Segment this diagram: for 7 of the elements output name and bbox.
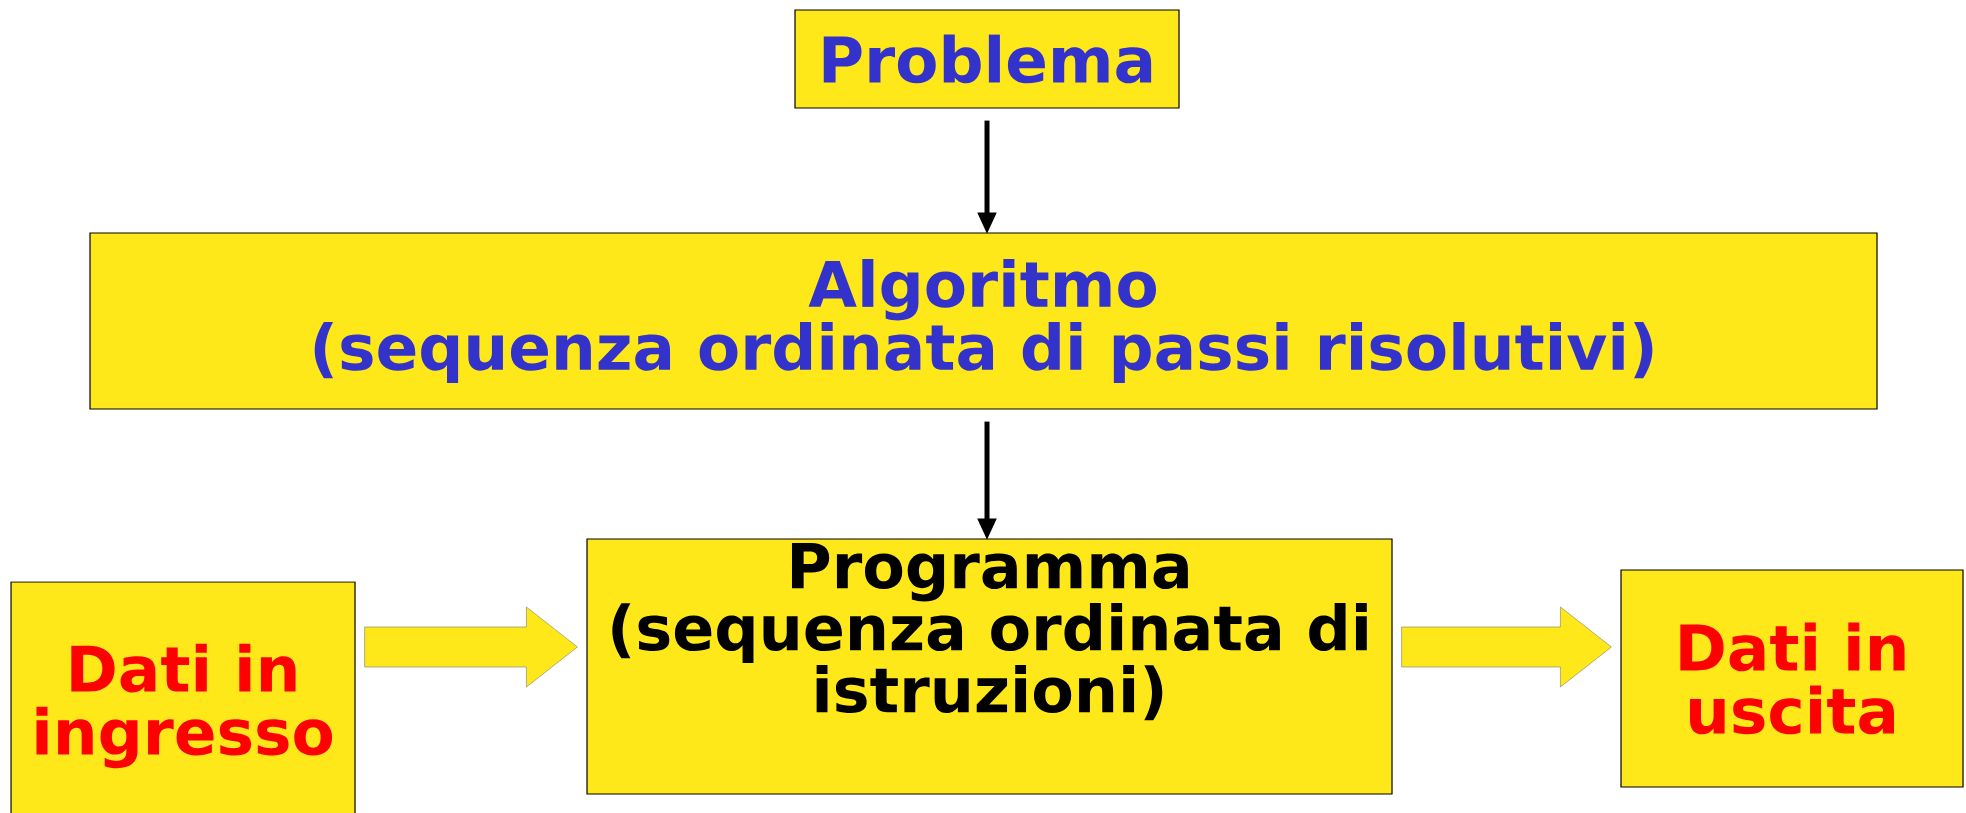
text-box: Dati in ingresso [10,581,356,813]
text-box: Algoritmo (sequenza ordinata di passi risolutivi) [89,232,1878,410]
text-box: Programma (sequenza ordinata di istruzioni) [586,538,1393,795]
text-box: Problema [794,9,1180,109]
block-arrow [364,606,578,688]
block-arrow [1401,606,1612,688]
text-box: Dati in uscita [1620,569,1964,788]
